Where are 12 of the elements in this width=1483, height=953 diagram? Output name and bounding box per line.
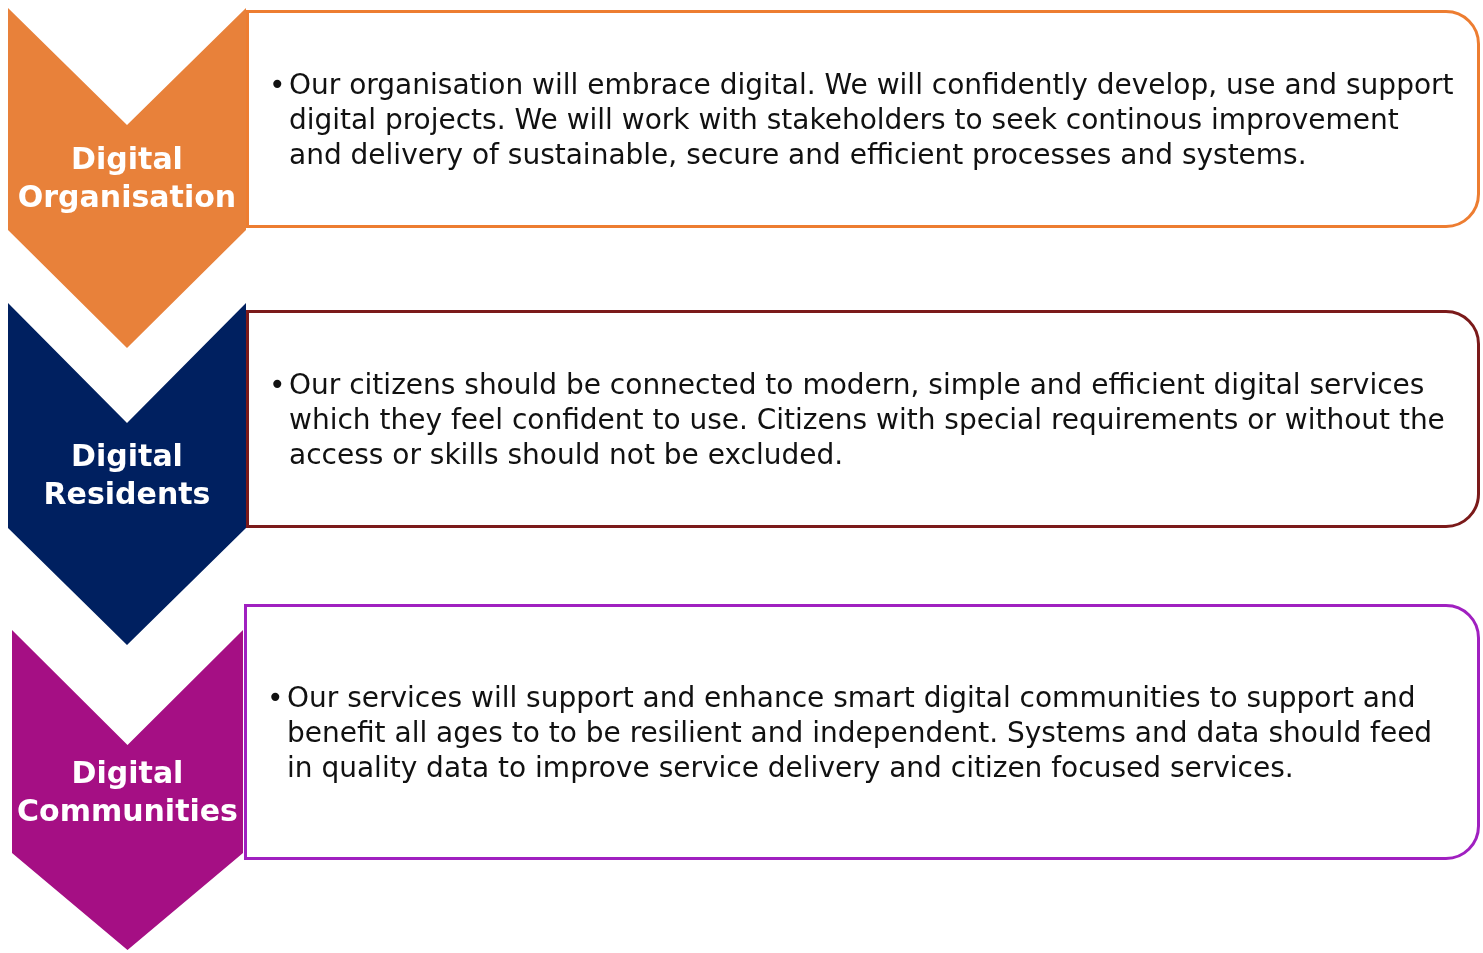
chevron-label: Digital Residents: [42, 437, 212, 513]
bullet-text: Our citizens should be connected to modern, simple and efficient digital services which they feel confident to use. Citizens with special requirements or without the access or skills should not be excluded.: [289, 366, 1446, 472]
bullet-text: Our services will support and enhance smart digital communities to support and benefit all ages to to be resilient and independent. Systems and data should feed in quality data to improve service delivery and citizen focused services.: [287, 679, 1434, 785]
chevron-label: Digital Organisation: [16, 140, 238, 216]
bullet-marker: •: [269, 66, 287, 102]
bullet-marker: •: [267, 679, 285, 715]
bullet-text: Our organisation will embrace digital. We will confidently develop, use and support digital projects. We will work with stakeholders to seek continous improvement and delivery of sustainable, secure and efficient processes and systems.: [289, 66, 1455, 172]
chevron-label: Digital Communities: [16, 754, 239, 830]
bullet-marker: •: [269, 366, 287, 402]
text-panel: [246, 310, 1480, 528]
text-panel: [246, 10, 1480, 228]
text-panel: [244, 604, 1480, 860]
